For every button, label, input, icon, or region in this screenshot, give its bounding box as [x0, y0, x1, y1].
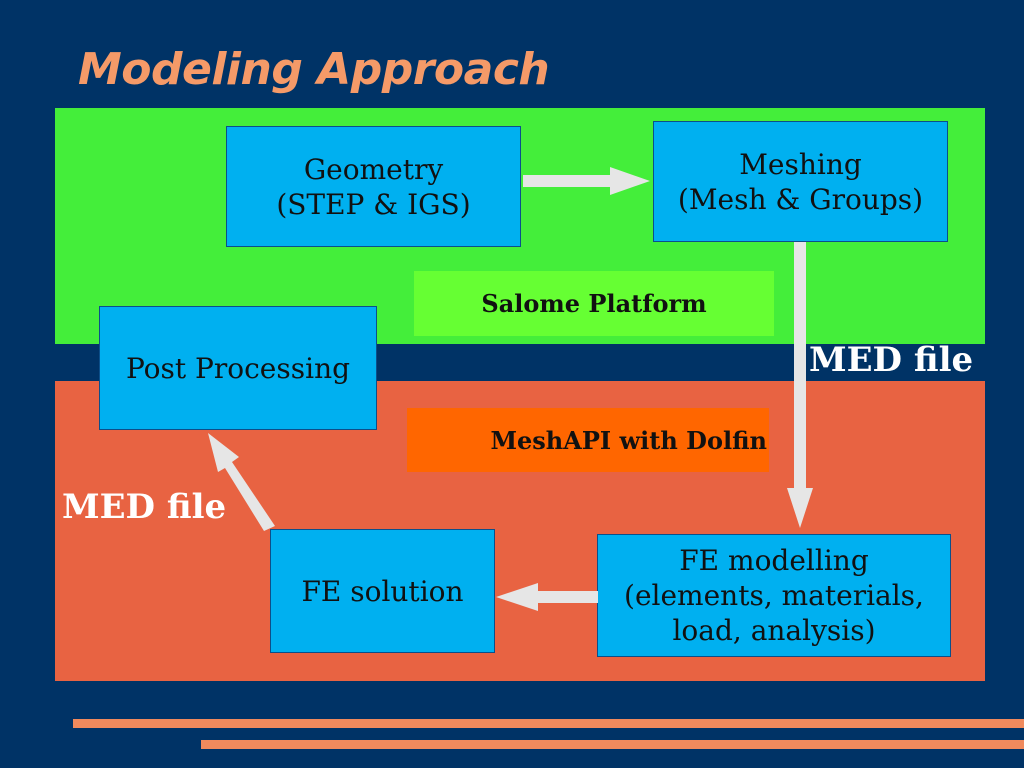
- post-processing-title: Post Processing: [125, 351, 351, 385]
- arrow-fe-solution-to-post-processing: [208, 433, 275, 531]
- fe-modelling-line-3: load, analysis): [672, 614, 876, 647]
- fe-solution-title: FE solution: [301, 574, 464, 608]
- fe-solution-box: FE solution: [270, 529, 495, 653]
- decorative-stripe-top: [73, 719, 1024, 728]
- arrow-meshing-to-fe-modelling: [787, 242, 813, 528]
- salome-platform-label: Salome Platform: [414, 271, 774, 336]
- meshing-box: Meshing (Mesh & Groups): [653, 121, 948, 242]
- decorative-stripe-bottom: [201, 740, 1024, 749]
- fe-modelling-title: FE modelling: [679, 544, 869, 577]
- geometry-box: Geometry (STEP & IGS): [226, 126, 521, 247]
- meshing-title: Meshing: [739, 147, 862, 181]
- meshing-subtitle: (Mesh & Groups): [677, 182, 924, 216]
- arrow-geometry-to-meshing: [523, 167, 650, 195]
- post-processing-box: Post Processing: [99, 306, 377, 430]
- med-file-label-left: MED file: [62, 487, 227, 527]
- fe-modelling-box: FE modelling (elements, materials, load,…: [597, 534, 951, 657]
- arrow-fe-modelling-to-fe-solution: [496, 583, 598, 611]
- slide-title: Modeling Approach: [78, 44, 550, 95]
- meshapi-text: MeshAPI with Dolfin: [490, 425, 767, 455]
- meshapi-label: MeshAPI with Dolfin: [407, 408, 769, 472]
- salome-platform-text: Salome Platform: [481, 289, 707, 318]
- geometry-subtitle: (STEP & IGS): [276, 187, 471, 221]
- med-file-label-right: MED file: [809, 340, 974, 380]
- geometry-title: Geometry: [303, 152, 444, 186]
- fe-modelling-line-2: (elements, materials,: [624, 579, 924, 612]
